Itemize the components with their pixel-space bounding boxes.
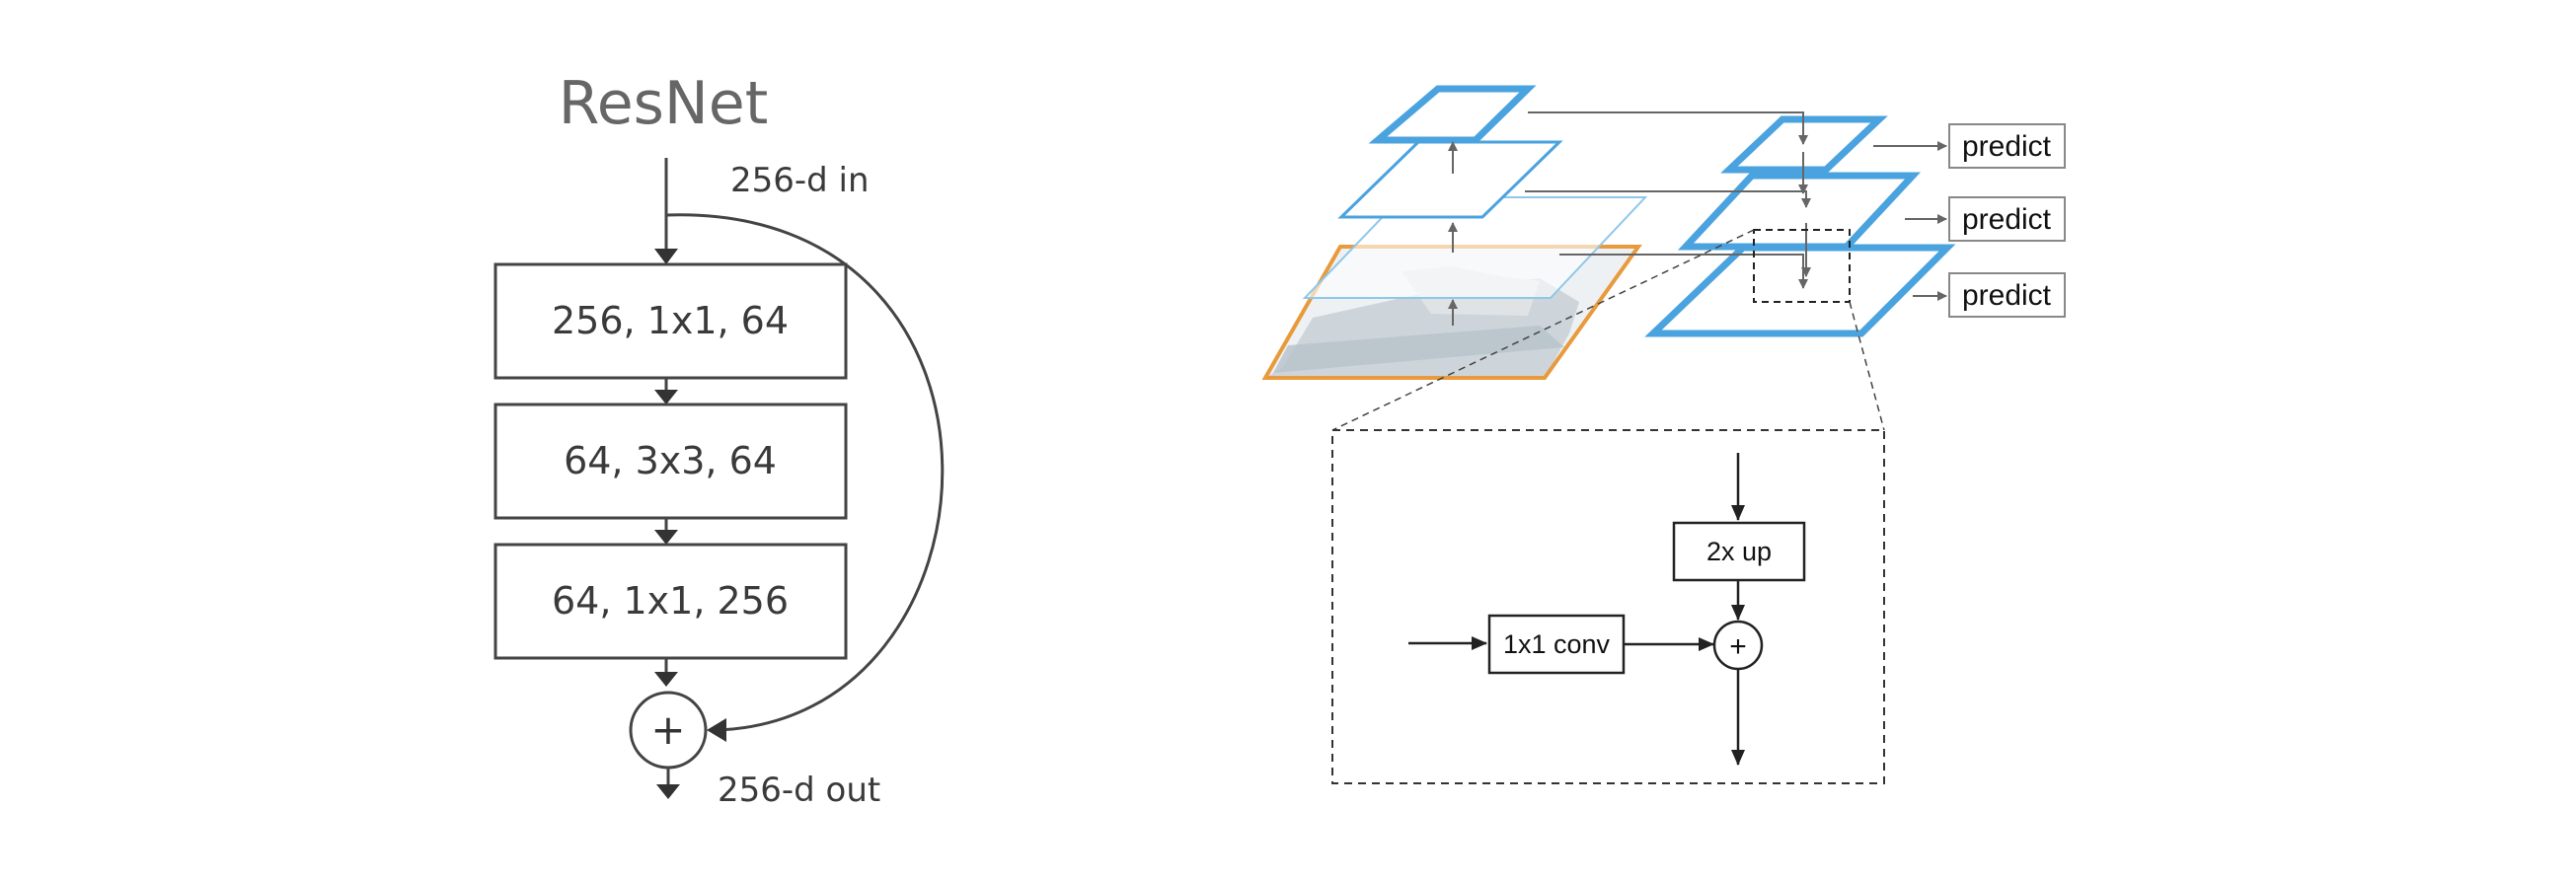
resnet-layer-2-box [493,403,848,520]
resnet-input-label: 256-d in [730,161,870,200]
predict-arrows [1873,141,1947,301]
resnet-arrowhead-3 [654,672,678,687]
resnet-skip-arrowhead [707,718,726,742]
fpn-diagram: predict predict predict 2x up 1x1 conv + [1261,85,2066,784]
predict-label-2: predict [1962,203,2052,236]
detail-sum-symbol: + [1729,630,1747,663]
resnet-layer-1-box [493,262,848,380]
predict-box-3 [1948,272,2066,318]
upsample-label: 2x up [1706,537,1772,566]
predict-label-1: predict [1962,130,2052,163]
resnet-layer-3-label: 64, 1x1, 256 [552,579,789,623]
resnet-layer-2-label: 64, 3x3, 64 [564,439,777,482]
predict-box-1 [1948,123,2066,169]
predict-box-2 [1948,196,2066,242]
lateral-conv-box [1487,614,1626,675]
resnet-output-label: 256-d out [718,771,880,810]
lateral-conv-label: 1x1 conv [1503,629,1611,659]
zoom-region [1753,229,1851,303]
resnet-title: ResNet [559,69,769,138]
bottomup-level-2 [1337,140,1563,219]
resnet-block: ResNet 256-d in 256, 1x1, 64 64, 3x3, 64… [493,69,945,810]
predict-label-3: predict [1962,279,2052,312]
resnet-arrowhead-1 [654,390,678,404]
resnet-layer-1-label: 256, 1x1, 64 [552,299,789,342]
zoom-guide-right [1849,301,1885,431]
resnet-skip-connection [665,213,945,732]
merge-detail-panel: 2x up 1x1 conv + [1331,429,1885,784]
topdown-level-3 [1644,244,1956,337]
resnet-arrowhead-in [654,249,678,264]
upsample-box [1672,521,1806,582]
zoom-guide-left [1331,229,1755,431]
bottomup-level-1 [1368,85,1537,144]
resnet-sum-symbol: + [650,705,685,754]
topdown-arrows [1798,152,1811,277]
resnet-arrowhead-2 [654,530,678,545]
topdown-level-2 [1677,172,1922,251]
resnet-output-arrowhead [656,784,680,799]
bottomup-level-3 [1302,196,1648,299]
resnet-layer-3-box [493,543,848,660]
